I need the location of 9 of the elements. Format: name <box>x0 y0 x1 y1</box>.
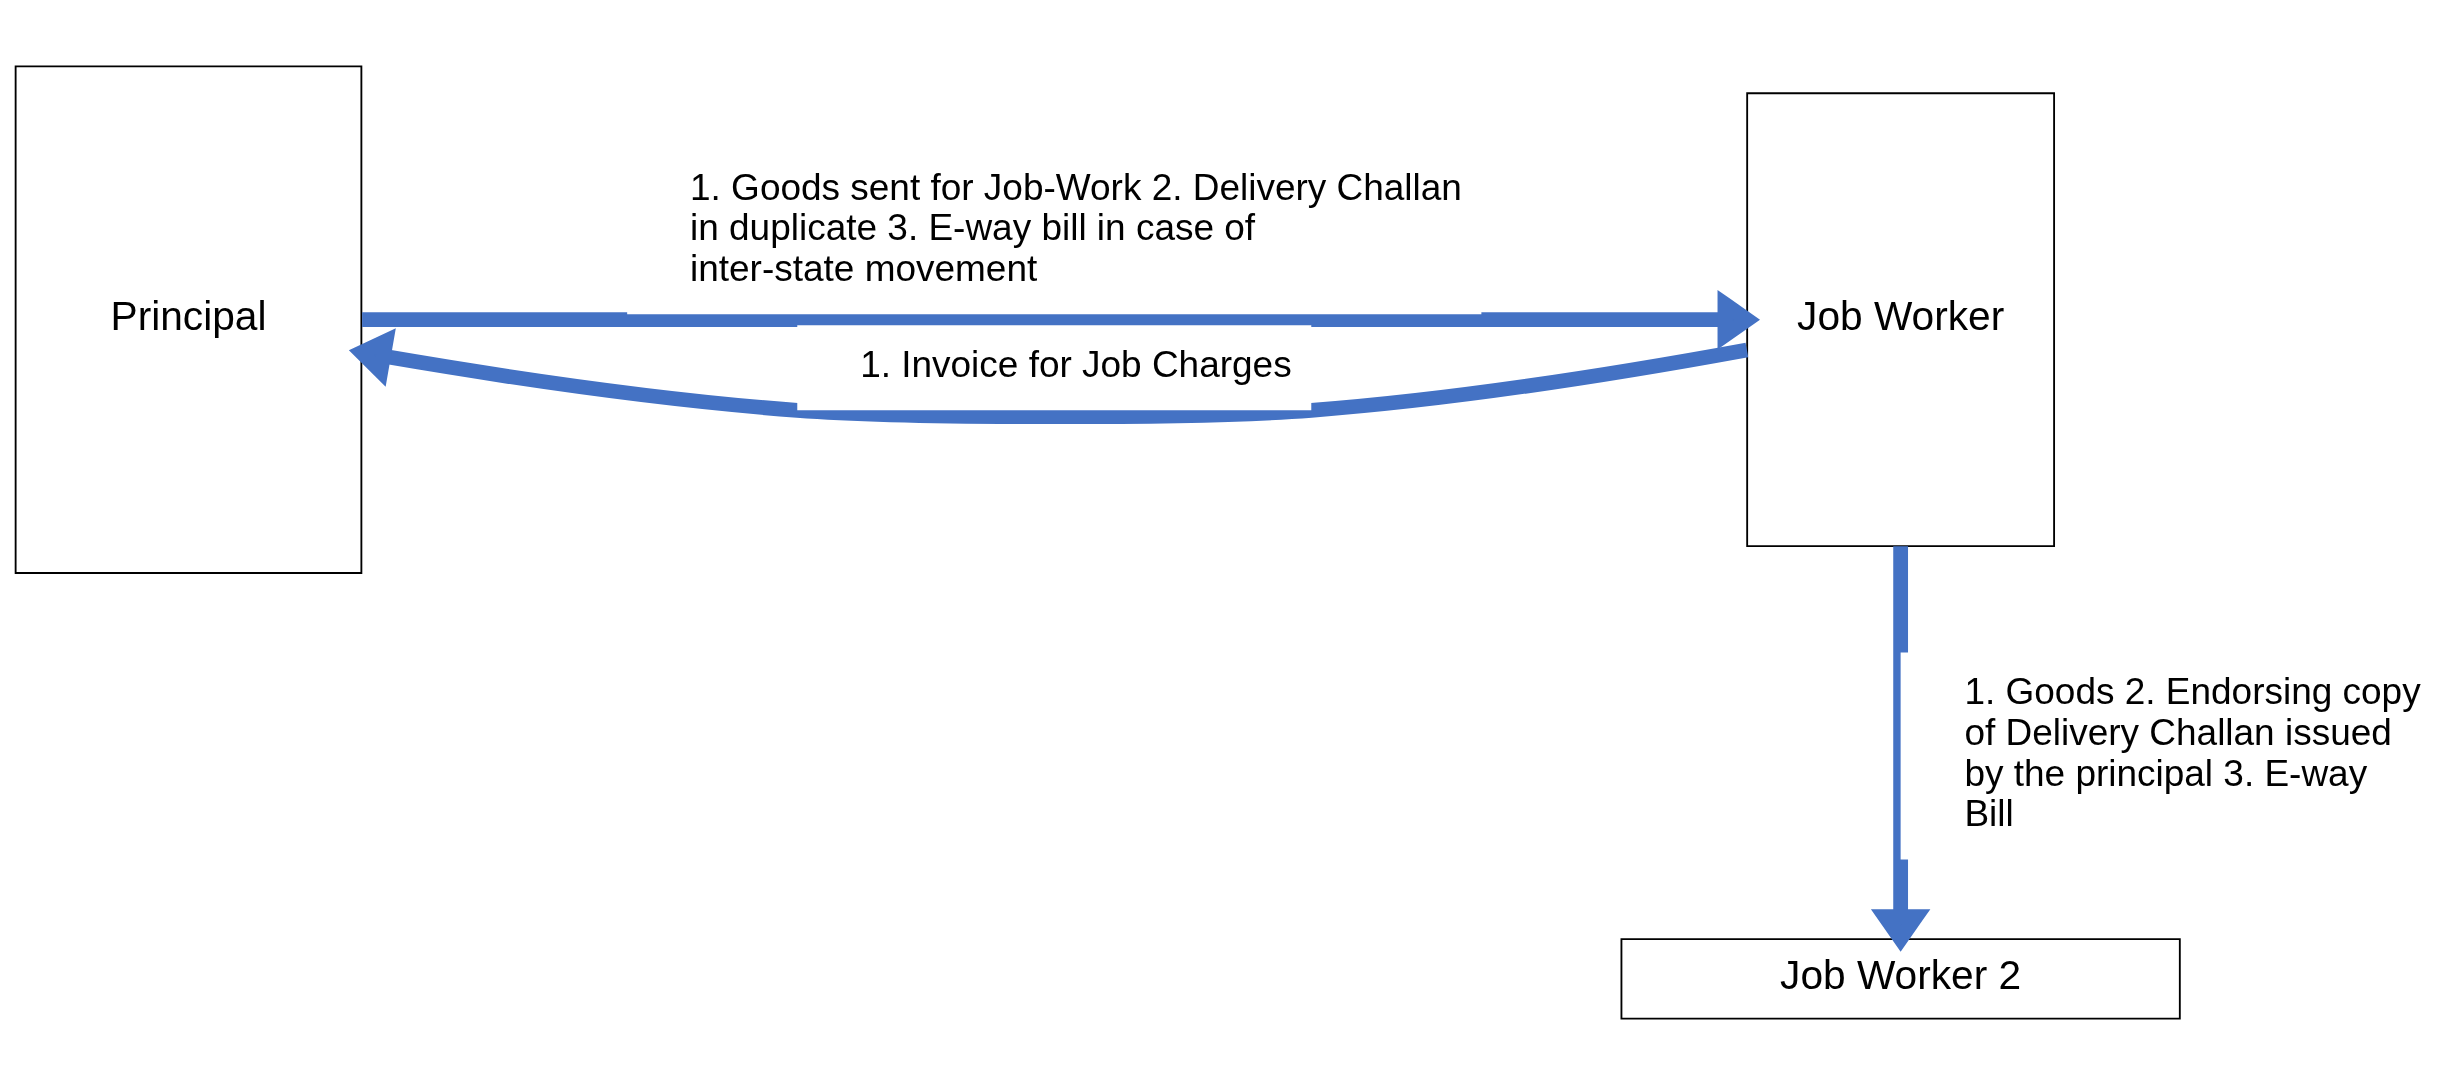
node-box: Job Worker <box>1746 91 2055 547</box>
node-box: Principal <box>14 64 363 574</box>
edge-label: 1. Goods 2. Endorsing copy of Delivery Challan issued by the principal 3. E-way Bill <box>1964 670 2421 834</box>
arrow <box>348 327 1749 424</box>
edge-label: 1. Goods sent for Job-Work 2. Delivery Challan in duplicate 3. E-way bill in case of inter-state movement <box>690 166 1462 289</box>
arrow <box>362 289 1760 349</box>
edge-label: 1. Invoice for Job Charges <box>860 343 1292 385</box>
arrow <box>1870 545 1931 952</box>
node-box: Job Worker 2 <box>1620 937 2181 1020</box>
